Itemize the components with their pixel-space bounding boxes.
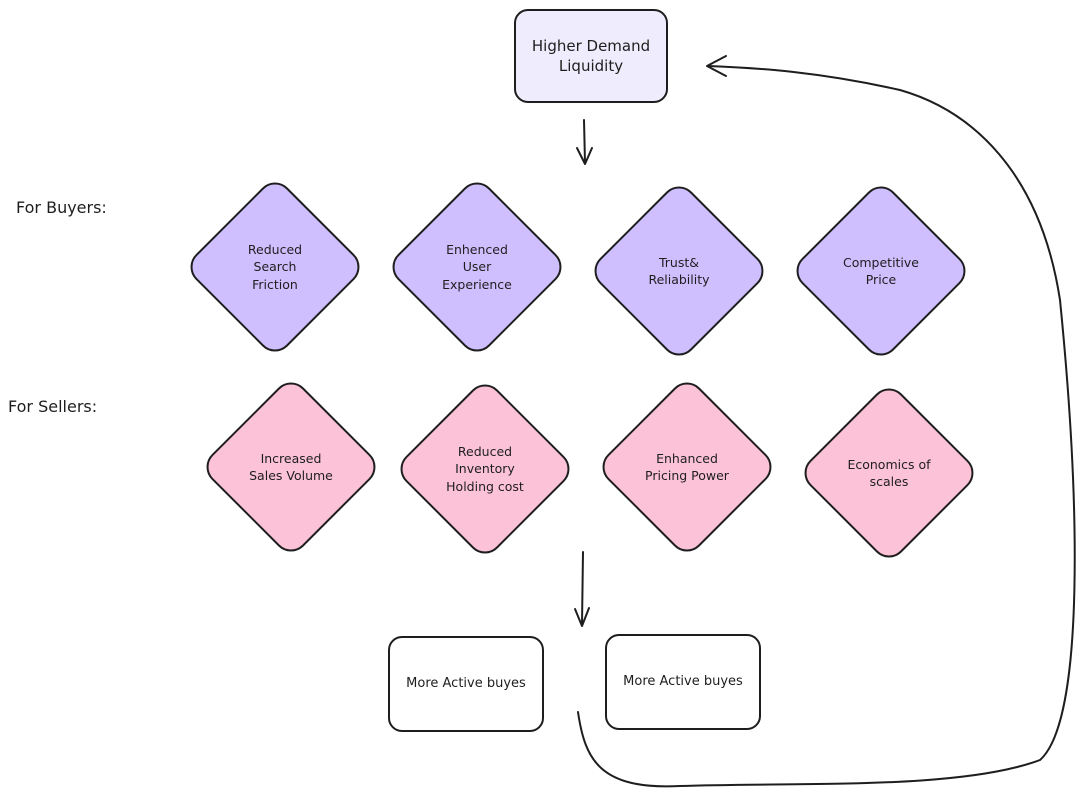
diamond-label: Enhenced User Experience: [442, 241, 512, 292]
arrow-sellers-to-outputs: [574, 551, 590, 627]
buyers-section-label: For Buyers:: [16, 198, 107, 217]
arrow-top-to-buyers: [576, 119, 593, 165]
higher-demand-liquidity-box: Higher Demand Liquidity: [514, 9, 668, 103]
sellers-section-label: For Sellers:: [8, 397, 98, 416]
diamond-label: Increased Sales Volume: [249, 450, 333, 484]
diamond-label: Trust& Reliability: [648, 254, 710, 288]
output-box-more-active-buyes-2: More Active buyes: [605, 634, 761, 730]
diamond-label: Competitive Price: [842, 254, 919, 288]
seller-diamond-economics-of-scales: Economics of scales: [794, 378, 984, 568]
seller-diamond-enhanced-pricing-power: Enhanced Pricing Power: [592, 372, 782, 562]
seller-diamond-increased-sales-volume: Increased Sales Volume: [196, 372, 386, 562]
seller-diamond-reduced-inventory-holding-cost: Reduced Inventory Holding cost: [390, 374, 580, 564]
buyer-diamond-reduced-search-friction: Reduced Search Friction: [180, 172, 370, 362]
output-box-more-active-buyes-1: More Active buyes: [388, 636, 544, 732]
diamond-label: Reduced Search Friction: [247, 241, 303, 292]
buyer-diamond-competitive-price: Competitive Price: [786, 176, 976, 366]
feedback-loop-arrow: [577, 55, 1076, 788]
buyer-diamond-trust-reliability: Trust& Reliability: [584, 176, 774, 366]
diamond-label: Enhanced Pricing Power: [645, 450, 729, 484]
diamond-label: Reduced Inventory Holding cost: [446, 443, 524, 494]
buyer-diamond-enhenced-user-experience: Enhenced User Experience: [382, 172, 572, 362]
diamond-label: Economics of scales: [847, 456, 931, 490]
